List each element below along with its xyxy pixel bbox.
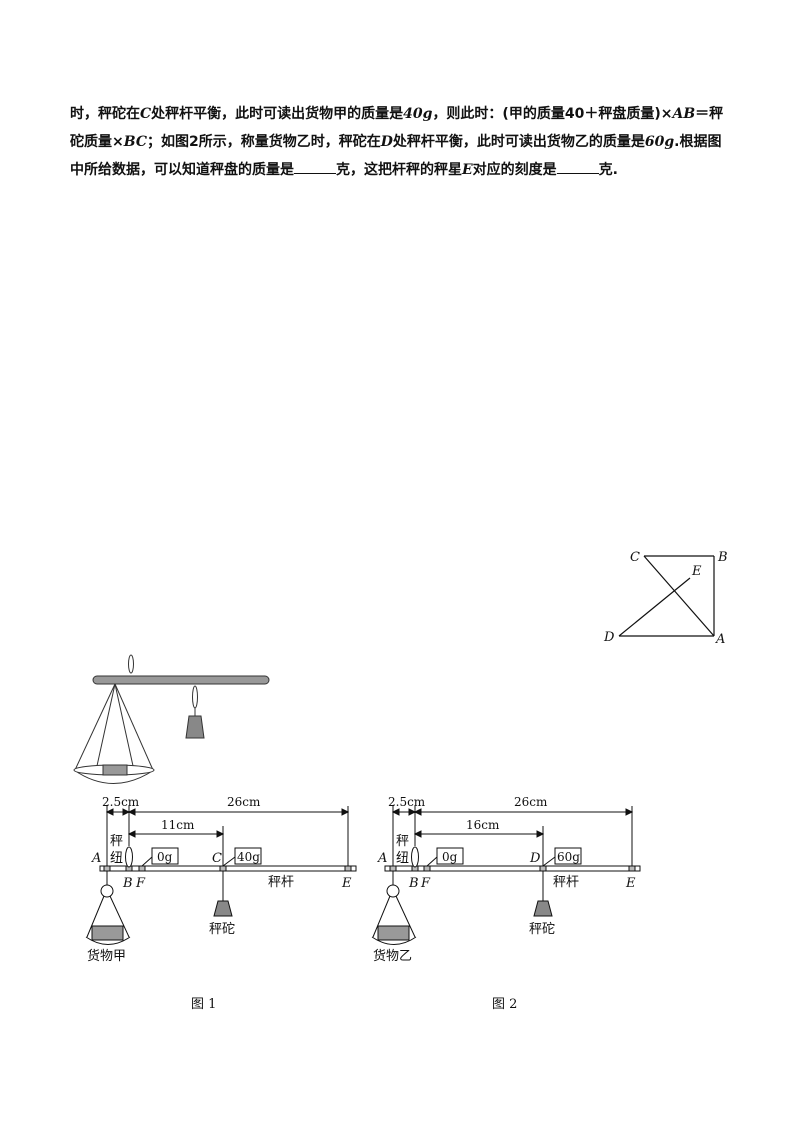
fig2-knob-label-2: 纽 [396, 851, 409, 866]
square-label-a: A [715, 632, 725, 647]
fig1-dim-be: 26cm [227, 795, 261, 809]
fig2-label-d: D [529, 851, 541, 866]
fig2-label-f: F [420, 876, 431, 891]
square-label-e: E [691, 564, 702, 579]
fig1-caption: 图 1 [191, 997, 216, 1012]
fig1-label-c: C [212, 851, 222, 866]
fig1-label-b: B [122, 876, 133, 891]
square-label-c: C [630, 550, 640, 565]
figure1-steelyard [85, 806, 357, 945]
fig2-dim-be: 26cm [514, 795, 548, 809]
fig1-tag-c: 40g [237, 850, 260, 864]
fig2-dim-ab: 2.5cm [388, 795, 426, 809]
fig1-label-e: E [341, 876, 352, 891]
square-figure [618, 555, 715, 637]
fig2-goods-label: 货物乙 [373, 948, 412, 964]
fig2-label-e: E [625, 876, 636, 891]
square-label-b: B [717, 550, 728, 565]
square-label-d: D [603, 630, 615, 645]
answer-blank-2 [556, 159, 599, 174]
steelyard-illustration [73, 654, 270, 784]
fig1-goods-label: 货物甲 [87, 948, 126, 964]
fig2-dim-bd: 16cm [466, 818, 500, 832]
fig2-tag-zero: 0g [442, 850, 458, 864]
problem-text: 时，秤砣在C处秤杆平衡，此时可读出货物甲的质量是40g，则此时：(甲的质量40＋… [70, 106, 724, 178]
fig2-weight-label: 秤砣 [529, 922, 555, 937]
fig1-label-f: F [135, 876, 146, 891]
fig2-label-a: A [377, 851, 387, 866]
fig1-rod-label: 秤杆 [268, 875, 294, 890]
fig2-tag-d: 60g [557, 850, 580, 864]
fig1-label-a: A [91, 851, 101, 866]
figure2-steelyard [371, 806, 641, 945]
answer-blank-1 [294, 159, 336, 174]
fig1-knob-label-1: 秤 [110, 834, 123, 849]
fig1-weight-label: 秤砣 [209, 922, 235, 937]
fig2-knob-label-1: 秤 [396, 834, 409, 849]
fig1-dim-ab: 2.5cm [102, 795, 140, 809]
fig2-rod-label: 秤杆 [553, 875, 579, 890]
fig2-label-b: B [408, 876, 419, 891]
fig1-dim-bc: 11cm [161, 818, 195, 832]
fig1-knob-label-2: 纽 [110, 851, 123, 866]
fig2-caption: 图 2 [492, 997, 517, 1012]
fig1-tag-zero: 0g [157, 850, 173, 864]
